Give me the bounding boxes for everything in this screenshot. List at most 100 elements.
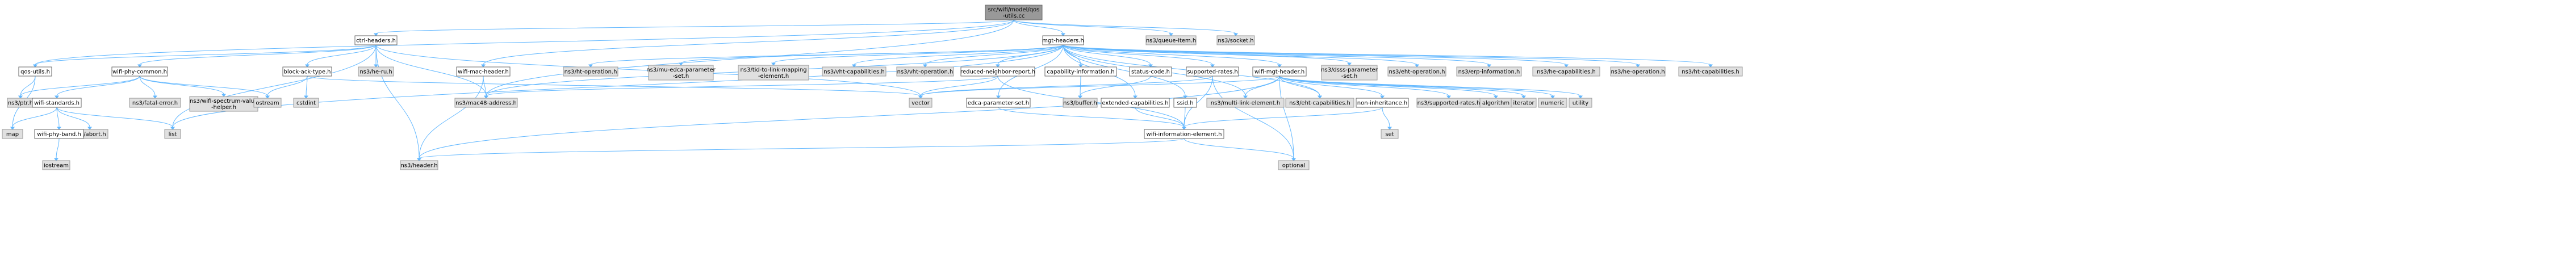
edge-line <box>486 75 998 96</box>
node-vector: vector <box>909 98 932 108</box>
edge-arrowhead <box>1210 64 1215 68</box>
edge-line <box>1212 75 1294 159</box>
edge-line <box>486 19 1014 96</box>
node-wifimacheader[interactable]: wifi-mac-header.h <box>456 66 511 77</box>
edge-line <box>925 44 1064 65</box>
node-label: ns3/ptr.h <box>8 100 33 107</box>
edge-arrowhead <box>1277 64 1282 68</box>
node-box <box>1538 98 1567 108</box>
edge-wifimgt-to-noninherit <box>1279 75 1385 99</box>
node-noninherit[interactable]: non-inheritance.h <box>1356 98 1409 108</box>
node-extcap[interactable]: extended-capabilities.h <box>1101 98 1170 108</box>
edge-line <box>1184 107 1186 128</box>
node-box <box>1387 66 1446 77</box>
node-wifiinfo[interactable]: wifi-information-element.h <box>1144 129 1224 139</box>
edge-arrowhead <box>481 64 486 68</box>
node-box <box>738 65 809 81</box>
edge-arrowhead <box>996 95 1001 99</box>
node-src[interactable]: src/wifi/model/qos-utils.cc <box>985 5 1043 20</box>
node-muedca: ns3/mu-edca-parameter-set.h <box>646 65 716 81</box>
node-wifimgt[interactable]: wifi-mgt-header.h <box>1252 66 1307 77</box>
node-optional: optional <box>1278 160 1310 170</box>
edge-ctrl-to-qosutils <box>33 44 377 68</box>
node-ctrl[interactable]: ctrl-headers.h <box>354 35 398 45</box>
edge-arrowhead <box>918 95 923 99</box>
edge-mgt-to-supported <box>1063 44 1215 68</box>
node-box <box>32 98 82 108</box>
node-label: map <box>6 132 19 138</box>
node-edca[interactable]: edca-parameter-set.h <box>966 98 1031 108</box>
edge-arrowhead <box>137 64 142 68</box>
node-iterator: iterator <box>1511 98 1537 108</box>
edge-line <box>1063 44 1213 65</box>
node-capinfo[interactable]: capability-information.h <box>1044 66 1117 77</box>
edge-line <box>920 75 1280 96</box>
node-box <box>1569 98 1592 108</box>
node-label: src/wifi/model/qos <box>988 7 1040 13</box>
node-dsss: ns3/dsss-parameter-set.h <box>1321 65 1378 81</box>
edge-arrowhead <box>1521 95 1526 99</box>
node-label: block-ack-type.h <box>283 69 331 75</box>
edge-wifistd-to-list <box>56 107 175 130</box>
node-map: map <box>2 129 23 139</box>
edge-line <box>1080 75 1081 96</box>
edge-wifiinfo-to-header <box>417 138 1185 161</box>
edge-wifiphycommon-to-wifistd <box>55 75 140 99</box>
node-blockack[interactable]: block-ack-type.h <box>282 66 332 77</box>
node-box <box>293 98 319 108</box>
edge-line <box>35 44 377 65</box>
edge-wifistd-to-abort <box>56 107 92 130</box>
node-status[interactable]: status-code.h <box>1129 66 1172 77</box>
node-htcap: ns3/ht-capabilities.h <box>1678 66 1743 77</box>
node-wifiphyband[interactable]: wifi-phy-band.h <box>34 129 84 139</box>
edge-line <box>1063 44 1417 65</box>
node-buffer: ns3/buffer.h <box>1063 98 1098 108</box>
node-label: -set.h <box>1341 73 1357 79</box>
node-box <box>456 66 511 77</box>
edge-arrowhead <box>54 158 58 161</box>
edge-mgt-to-ehtop <box>1063 44 1419 68</box>
edge-blockack-to-ostream <box>265 75 308 99</box>
edge-line <box>172 44 377 128</box>
node-reduced[interactable]: reduced-neighbor-report.h <box>960 66 1035 77</box>
edge-arrowhead <box>1318 95 1322 99</box>
node-ssid[interactable]: ssid.h <box>1173 98 1197 108</box>
edge-src-to-mac48 <box>484 19 1014 99</box>
edge-line <box>1279 75 1449 96</box>
node-htop: ns3/ht-operation.h <box>563 66 618 77</box>
node-wifiphycommon[interactable]: wifi-phy-common.h <box>111 66 168 77</box>
edge-edca-to-wifiinfo <box>998 107 1186 130</box>
edge-line <box>1080 75 1151 96</box>
node-multilink: ns3/multi-link-element.h <box>1206 98 1285 108</box>
node-supported[interactable]: supported-rates.h <box>1186 66 1239 77</box>
edge-line <box>56 75 140 96</box>
node-label: iostream <box>44 163 69 169</box>
edge-line <box>1063 44 1490 65</box>
edge-mgt-to-vhtop <box>923 44 1064 68</box>
node-box <box>1356 98 1409 108</box>
edge-mgt-to-vhtcap <box>852 44 1064 68</box>
node-label: iterator <box>1513 100 1534 107</box>
node-qosutils[interactable]: qos-utils.h <box>18 66 52 77</box>
edge-arrowhead <box>417 158 421 161</box>
node-box <box>1456 66 1522 77</box>
node-box <box>42 160 70 170</box>
edge-line <box>997 44 1064 65</box>
node-wifistd[interactable]: wifi-standards.h <box>32 98 82 108</box>
node-box <box>2 129 23 139</box>
edge-src-to-qosutils <box>33 19 1014 68</box>
node-label: -set.h <box>673 73 689 79</box>
node-box <box>1532 66 1600 77</box>
node-numeric: numeric <box>1538 98 1567 108</box>
node-mgt[interactable]: mgt-headers.h <box>1042 35 1084 45</box>
edge-wifimgt-to-vector <box>918 75 1280 99</box>
node-label: wifi-standards.h <box>34 100 80 107</box>
node-box <box>1252 66 1307 77</box>
edge-wifistd-to-wifiphyband <box>56 107 61 130</box>
edge-arrowhead <box>33 64 37 68</box>
edge-line <box>1135 107 1185 128</box>
node-label: ns3/mac48-address.h <box>455 100 517 107</box>
node-label: list <box>169 132 177 138</box>
edge-line <box>306 75 308 96</box>
edge-arrowhead <box>923 64 927 68</box>
